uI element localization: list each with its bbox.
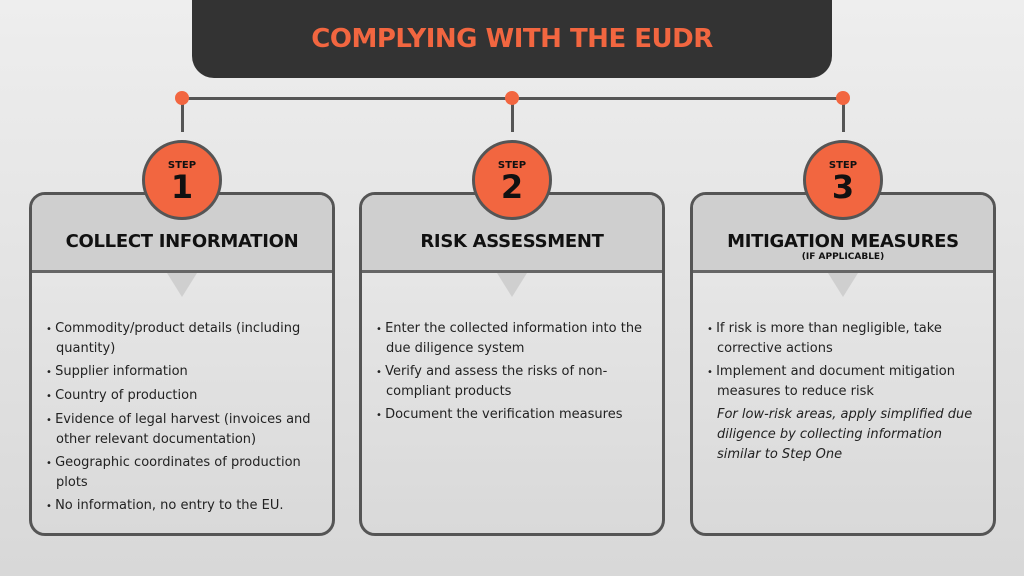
page-title: COMPLYING WITH THE EUDR xyxy=(311,24,713,54)
list-item: If risk is more than negligible, take co… xyxy=(707,319,983,358)
step-number: 1 xyxy=(170,167,194,206)
step-number: 3 xyxy=(831,167,855,206)
card-heading: COLLECT INFORMATION xyxy=(65,231,299,252)
item-list: If risk is more than negligible, take co… xyxy=(707,319,983,465)
list-item: Enter the collected information into the… xyxy=(376,319,652,358)
connector-drop xyxy=(842,98,845,132)
step-2-card: RISK ASSESSMENT Enter the collected info… xyxy=(359,192,665,536)
list-item: Geographic coordinates of production plo… xyxy=(46,453,322,492)
list-item: Country of production xyxy=(46,386,322,406)
list-item: Implement and document mitigation measur… xyxy=(707,362,983,401)
connector-dot xyxy=(836,91,850,105)
step-1-card: COLLECT INFORMATION Commodity/product de… xyxy=(29,192,335,536)
connector-drop xyxy=(181,98,184,132)
step-label: STEP xyxy=(167,159,197,171)
item-list: Commodity/product details (including qua… xyxy=(46,319,322,520)
note-text: For low-risk areas, apply simplified due… xyxy=(717,407,973,462)
pointer-arrow xyxy=(828,273,858,297)
pointer-arrow xyxy=(167,273,197,297)
step-label: STEP xyxy=(497,159,527,171)
pointer-arrow xyxy=(497,273,527,297)
step-3-card: MITIGATION MEASURES(IF APPLICABLE) If ri… xyxy=(690,192,996,536)
list-item: No information, no entry to the EU. xyxy=(46,496,322,516)
list-item: Evidence of legal harvest (invoices and … xyxy=(46,410,322,449)
connector-drop xyxy=(511,98,514,132)
card-heading: MITIGATION MEASURES xyxy=(727,231,959,252)
list-item: Document the verification measures xyxy=(376,405,652,425)
title-banner: COMPLYING WITH THE EUDR xyxy=(192,0,832,78)
item-list: Enter the collected information into the… xyxy=(376,319,652,429)
card-subheading: (IF APPLICABLE) xyxy=(801,252,885,262)
list-item: Supplier information xyxy=(46,362,322,382)
connector-dot xyxy=(505,91,519,105)
list-item: Verify and assess the risks of non-compl… xyxy=(376,362,652,401)
connector-dot xyxy=(175,91,189,105)
card-heading: RISK ASSESSMENT xyxy=(420,231,604,252)
list-item: Commodity/product details (including qua… xyxy=(46,319,322,358)
step-label: STEP xyxy=(828,159,858,171)
step-number: 2 xyxy=(500,167,524,206)
